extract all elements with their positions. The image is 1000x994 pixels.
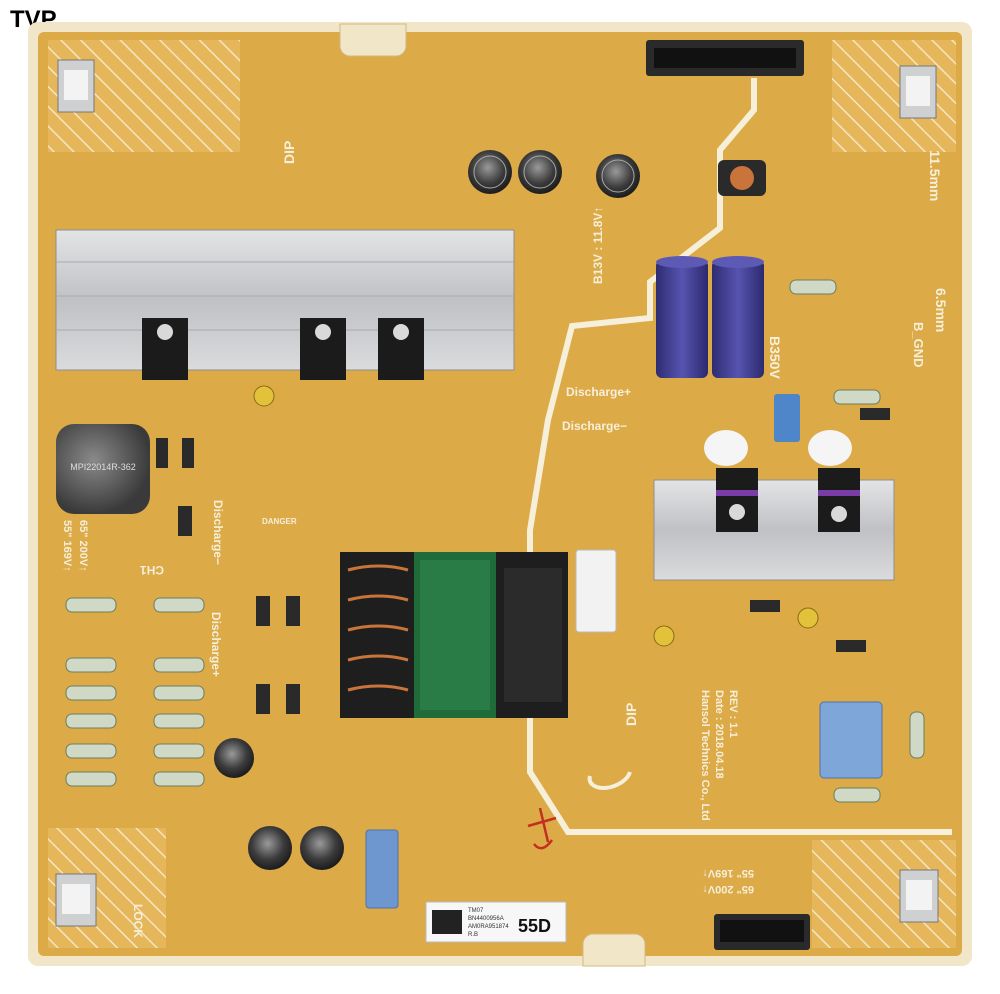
electrolytic-cap [214, 738, 254, 778]
mount-clip-bl [55, 873, 97, 927]
mosfet-5 [818, 468, 860, 532]
heatsink-left [55, 229, 515, 371]
small-inductor [718, 160, 766, 196]
transformer [340, 552, 568, 718]
label-danger: DANGER [262, 517, 297, 526]
model-code: 55D [518, 916, 551, 936]
barcode-line-4: R.B [468, 932, 478, 938]
label-dip-top: DIP [281, 141, 297, 164]
label-discharge-minus-left: Discharge− [211, 500, 225, 565]
label-dip-bottom: DIP [623, 703, 639, 726]
label-discharge-plus-left: Discharge+ [209, 612, 223, 677]
label-dist-65: 6.5mm [933, 288, 949, 332]
label-dist-11: 11.5mm [927, 150, 943, 201]
ceramic-resistor [575, 549, 617, 633]
label-discharge-minus-right: Discharge− [562, 419, 627, 433]
mosfet-3 [378, 318, 424, 380]
label-55v-bottom: 55" 169V↑ [702, 867, 754, 879]
logo-icon [587, 771, 632, 790]
film-capacitor [819, 701, 883, 779]
mosfet-1 [142, 318, 188, 380]
svg-text:MPI22014R-362: MPI22014R-362 [70, 462, 136, 472]
handwritten-mark [527, 807, 557, 850]
barcode-line-1: TM07 [468, 908, 484, 914]
label-date: Date : 2018.04.18 [713, 690, 725, 779]
label-b-gnd: B_GND [911, 322, 926, 368]
label-maker: Hansol Technics Co., Ltd [699, 690, 711, 821]
label-lock: LOCK [131, 904, 145, 938]
bulk-capacitor-2 [712, 256, 764, 378]
mount-clip-br [899, 869, 939, 923]
label-b350v: B350V [767, 336, 783, 379]
electrolytic-cap [596, 154, 640, 198]
power-inductor: MPI22014R-362 [56, 424, 150, 514]
label-b13v: B13V : 11.8V↑ [591, 207, 605, 284]
bulk-capacitor-1 [656, 256, 708, 378]
label-discharge-plus-right: Discharge+ [566, 385, 631, 399]
mosfet-4 [716, 468, 758, 532]
label-65v-bottom: 65" 200V↑ [702, 883, 754, 895]
label-ch1: CH1 [140, 563, 164, 577]
label-55v: 55" 169V↑ [61, 520, 73, 572]
mount-clip-tl [57, 59, 95, 113]
electrolytic-cap [518, 150, 562, 194]
barcode-line-2: BN4400956A [468, 916, 504, 922]
electrolytic-cap [248, 826, 292, 870]
electrolytic-cap [468, 150, 512, 194]
electrolytic-cap [300, 826, 344, 870]
label-65v: 65" 200V↑ [77, 520, 89, 572]
barcode-line-3: AM0RA951874 [468, 924, 509, 930]
label-rev: REV : 1.1 [727, 690, 739, 738]
mosfet-2 [300, 318, 346, 380]
mount-clip-tr [899, 65, 937, 119]
film-capacitor [774, 394, 800, 442]
film-capacitor [365, 829, 399, 909]
